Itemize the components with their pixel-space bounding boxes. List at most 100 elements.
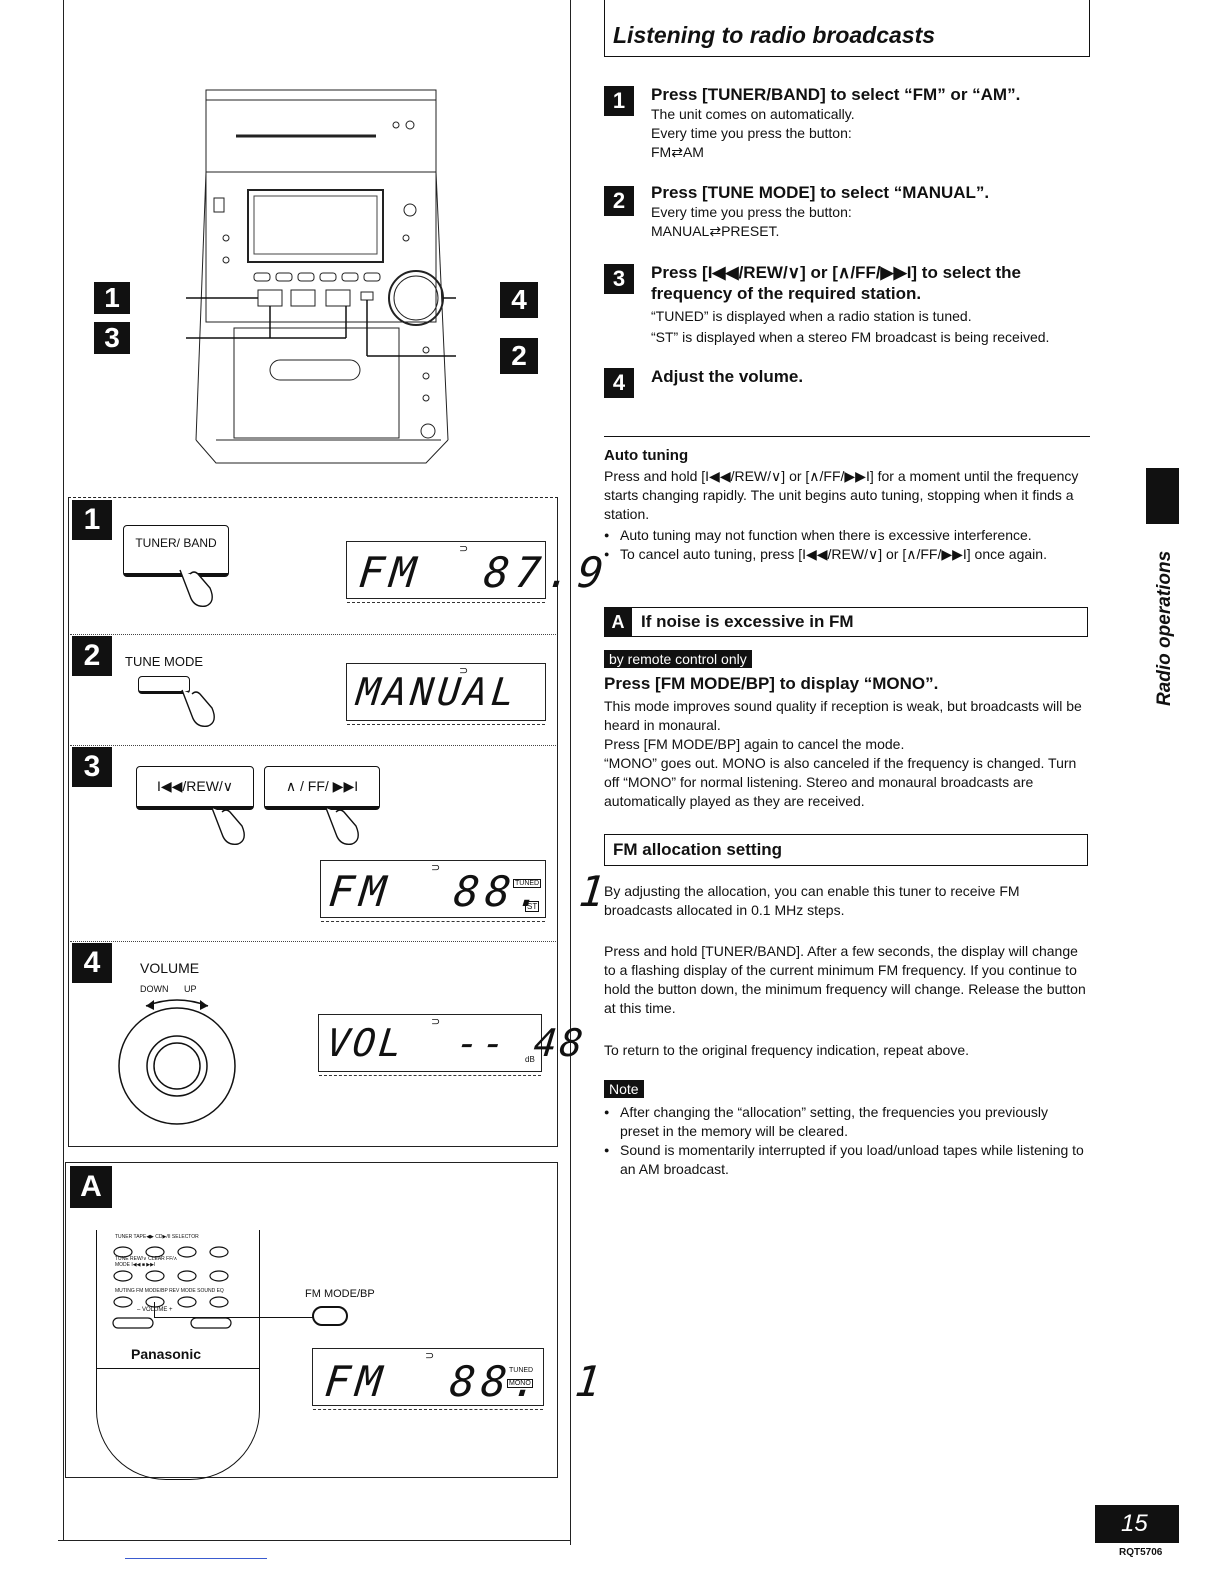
ff-up-button[interactable]: ∧ / FF/ ▶▶I — [264, 766, 380, 810]
tuner-band-label: TUNER/ BAND — [135, 536, 217, 550]
section-rule — [604, 436, 1090, 437]
step4-display-text: VOL -- 48 — [324, 1021, 589, 1065]
page-number-box: 15 — [1095, 1505, 1179, 1543]
noise-body-1: This mode improves sound quality if rece… — [604, 698, 1082, 733]
page-title-box: Listening to radio broadcasts — [604, 0, 1090, 57]
remote-row3: MUTING FM MODE/BP REV MODE SOUND EQ — [115, 1288, 224, 1294]
stereo-indicator: ST — [525, 901, 540, 912]
right-step3-heading: Press [I◀◀/REW/∨] or [∧/FF/▶▶I] to selec… — [651, 263, 1021, 303]
noise-title-box: If noise is excessive in FM — [604, 607, 1088, 637]
remote-row2: TUNE REW/∨ CLEAR FF/∧ — [115, 1256, 178, 1262]
right-step1-badge: 1 — [604, 86, 634, 116]
callout-badge-2: 2 — [500, 338, 538, 374]
section-a-badge: A — [70, 1166, 112, 1208]
right-step1-body-1: The unit comes on automatically. — [651, 106, 855, 122]
divider-1-2 — [70, 634, 556, 635]
auto-tuning-title: Auto tuning — [604, 447, 689, 464]
page-title: Listening to radio broadcasts — [613, 22, 936, 48]
step2-display-text: MANUAL — [354, 670, 521, 714]
tune-mode-button[interactable] — [138, 676, 190, 694]
tune-arrow-icon: ⊃ — [431, 862, 441, 874]
step2-badge: 2 — [72, 636, 112, 676]
note-bullets: After changing the “allocation” setting,… — [604, 1103, 1090, 1179]
noise-title: If noise is excessive in FM — [641, 612, 854, 631]
right-step1-heading: Press [TUNER/BAND] to select “FM” or “AM… — [651, 85, 1021, 104]
alloc-p1: By adjusting the allocation, you can ena… — [604, 883, 1020, 918]
step3-badge: 3 — [72, 747, 112, 787]
right-step1-body-2: Every time you press the button: — [651, 125, 852, 141]
db-unit: dB — [525, 1055, 535, 1064]
noise-heading: Press [FM MODE/BP] to display “MONO”. — [604, 674, 939, 693]
volume-down-label: DOWN — [140, 984, 169, 994]
fm-mode-connector — [154, 1302, 319, 1318]
auto-bullet-2: To cancel auto tuning, press [I◀◀/REW/∨]… — [604, 545, 1090, 564]
right-step3-body-1: “TUNED” is displayed when a radio statio… — [651, 308, 972, 324]
remote-control-illustration: TUNER TAPE◀▶ CD▶/II SELECTOR TUNE REW/∨ … — [96, 1230, 260, 1480]
noise-body-3: “MONO” goes out. MONO is also canceled i… — [604, 755, 1077, 809]
volume-label: VOLUME — [140, 960, 200, 976]
bottom-frame-line — [58, 1540, 571, 1541]
auto-tuning-bullets: Auto tuning may not function when there … — [604, 526, 1090, 564]
tuned-indicator: TUNED — [513, 879, 542, 888]
alloc-title-box: FM allocation setting — [604, 834, 1088, 866]
callout-badge-3: 3 — [94, 322, 130, 354]
ff-up-label: ∧ / FF/ ▶▶I — [285, 778, 359, 794]
note-bullet-1: After changing the “allocation” setting,… — [604, 1103, 1090, 1141]
doc-code: RQT5706 — [1119, 1547, 1163, 1558]
tune-arrow-icon: ⊃ — [431, 1016, 441, 1028]
hand-pointer-icon-3 — [200, 804, 250, 848]
alloc-p2: Press and hold [TUNER/BAND]. After a few… — [604, 943, 1086, 1016]
section-a-display: ⊃ FM 88. 1 TUNED MONO — [312, 1348, 609, 1410]
hand-pointer-icon — [168, 566, 218, 610]
right-step3-body-2: “ST” is displayed when a stereo FM broad… — [651, 329, 1050, 345]
tune-arrow-icon: ⊃ — [425, 1350, 435, 1362]
step1-display-text: FM 87.9 — [356, 548, 612, 597]
rew-down-button[interactable]: I◀◀/REW/∨ — [136, 766, 254, 810]
tuned-indicator-a: TUNED — [509, 1367, 534, 1374]
callout-badge-1: 1 — [94, 282, 130, 314]
link-underline — [125, 1558, 267, 1559]
section-a-display-text: FM 88. 1 — [322, 1357, 610, 1406]
step3-display-text: FM 88. 1 — [326, 867, 614, 916]
auto-bullet-1: Auto tuning may not function when there … — [604, 526, 1090, 545]
rew-down-label: I◀◀/REW/∨ — [156, 778, 234, 794]
tuner-band-button[interactable]: TUNER/ BAND — [123, 525, 229, 577]
right-step2-heading: Press [TUNE MODE] to select “MANUAL”. — [651, 183, 990, 202]
remote-row1: TUNER TAPE◀▶ CD▶/II SELECTOR — [115, 1234, 199, 1240]
fm-mode-bp-button[interactable] — [312, 1306, 348, 1326]
page-number: 15 — [1121, 1510, 1148, 1537]
noise-body-2: Press [FM MODE/BP] again to cancel the m… — [604, 736, 905, 752]
fm-mode-bp-label: FM MODE/BP — [305, 1288, 375, 1300]
section-a-panel — [65, 1162, 558, 1478]
alloc-p3: To return to the original frequency indi… — [604, 1042, 970, 1058]
divider-2-3 — [70, 745, 556, 746]
hand-pointer-icon-2 — [170, 686, 220, 730]
side-tab-label: Radio operations — [1154, 550, 1175, 706]
right-step2-body-2: MANUAL⇄PRESET. — [651, 223, 780, 239]
right-step4-heading: Adjust the volume. — [651, 367, 804, 386]
side-tab-marker — [1146, 468, 1179, 524]
remote-row2b: MODE I◀◀ ■ ▶▶I — [115, 1262, 156, 1268]
divider-3-4 — [70, 941, 556, 942]
step1-display: ⊃ FM 87.9 — [346, 541, 612, 603]
hand-pointer-icon-4 — [314, 804, 364, 848]
right-step4-badge: 4 — [604, 368, 634, 398]
volume-knob[interactable] — [112, 996, 242, 1126]
step4-display: ⊃ VOL -- 48 dB — [318, 1014, 588, 1076]
remote-brand-logo: Panasonic — [131, 1346, 202, 1362]
callout-badge-4: 4 — [500, 282, 538, 318]
tune-arrow-icon: ⊃ — [459, 665, 469, 677]
mono-indicator: MONO — [507, 1379, 533, 1388]
auto-tuning-body: Press and hold [I◀◀/REW/∨] or [∧/FF/▶▶I]… — [604, 468, 1079, 522]
step3-display: ⊃ FM 88. 1 TUNED ST — [320, 860, 613, 922]
right-step2-badge: 2 — [604, 186, 634, 216]
alloc-title: FM allocation setting — [613, 840, 783, 859]
right-step1-body-3: FM⇄AM — [651, 144, 704, 160]
step2-display: ⊃ MANUAL — [346, 663, 546, 725]
right-step2-body-1: Every time you press the button: — [651, 204, 852, 220]
stereo-unit-illustration — [131, 88, 496, 468]
center-divider — [570, 0, 571, 1545]
step4-badge: 4 — [72, 943, 112, 983]
noise-badge: A — [604, 607, 632, 637]
volume-up-label: UP — [184, 984, 197, 994]
